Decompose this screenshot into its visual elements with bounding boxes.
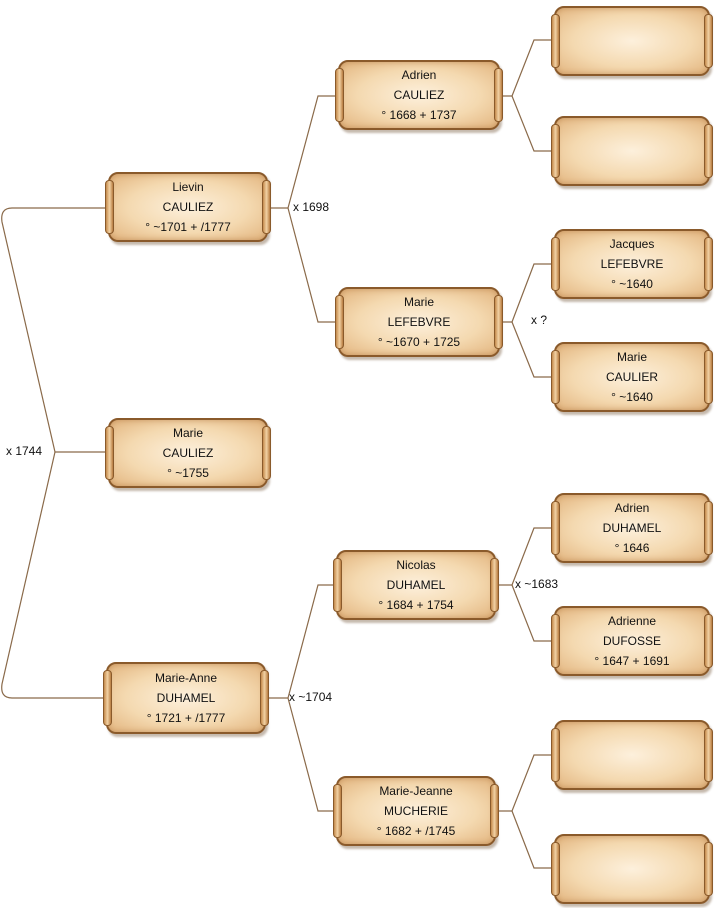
first-name: Lievin <box>172 180 204 194</box>
person-card-nicolas-duhamel[interactable]: Nicolas DUHAMEL ° 1684 + 1754 <box>333 550 499 620</box>
marriage-label-lefebvre-caulier: x ? <box>531 313 548 327</box>
person-card-adrien-duhamel[interactable]: Adrien DUHAMEL ° 1646 <box>551 493 713 563</box>
life-dates: ° ~1640 <box>611 277 653 291</box>
first-name: Marie-Jeanne <box>379 784 453 798</box>
life-dates: ° 1647 + 1691 <box>594 654 670 668</box>
person-card-lievin-cauliez[interactable]: Lievin CAULIEZ ° ~1701 + /1777 <box>105 172 271 242</box>
life-dates: ° ~1670 + 1725 <box>377 335 461 349</box>
person-card-marie-caulier[interactable]: Marie CAULIER ° ~1640 <box>551 342 713 412</box>
connector-lievin-mother <box>287 207 336 323</box>
first-name: Nicolas <box>396 558 436 572</box>
last-name: CAULIEZ <box>162 200 214 214</box>
marriage-label-cauliez-lefebvre: x 1698 <box>293 200 330 214</box>
connector-lievin-father <box>270 95 336 209</box>
person-card-marie-cauliez[interactable]: Marie CAULIEZ ° ~1755 <box>105 418 271 488</box>
life-dates: ° 1684 + 1754 <box>378 598 454 612</box>
person-card-marie-jeanne-mucherie[interactable]: Marie-Jeanne MUCHERIE ° 1682 + /1745 <box>333 776 499 846</box>
person-card-empty-1[interactable] <box>551 6 713 76</box>
marriage-label-duhamel-mucherie: x ~1704 <box>289 690 333 704</box>
first-name: Marie-Anne <box>154 671 218 685</box>
connector-root-father <box>1 207 106 453</box>
connector-lefebvre-mother <box>511 321 552 378</box>
person-card-adrienne-dufosse[interactable]: Adrienne DUFOSSE ° 1647 + 1691 <box>551 606 713 676</box>
last-name: LEFEBVRE <box>600 257 664 271</box>
connector-root-mother <box>1 451 106 699</box>
last-name: DUHAMEL <box>602 521 662 535</box>
life-dates: ° ~1640 <box>611 390 653 404</box>
person-card-adrien-cauliez[interactable]: Adrien CAULIEZ ° 1668 + 1737 <box>335 60 503 130</box>
life-dates: ° ~1701 + /1777 <box>145 220 231 234</box>
first-name: Adrienne <box>607 614 657 628</box>
last-name: CAULIER <box>605 370 658 384</box>
person-card-marie-anne-duhamel[interactable]: Marie-Anne DUHAMEL ° 1721 + /1777 <box>103 662 269 734</box>
connector-adrien-father <box>500 39 552 97</box>
connector-adrien-mother <box>511 95 552 152</box>
connector-nicolas-mother <box>511 584 552 642</box>
person-card-jacques-lefebvre[interactable]: Jacques LEFEBVRE ° ~1640 <box>551 229 713 299</box>
last-name: DUHAMEL <box>156 691 216 705</box>
first-name: Adrien <box>614 501 650 515</box>
last-name: DUFOSSE <box>602 634 661 648</box>
marriage-label-duhamel-dufosse: x ~1683 <box>515 577 559 591</box>
connector-lefebvre-father <box>500 263 552 323</box>
life-dates: ° ~1755 <box>167 466 209 480</box>
last-name: MUCHERIE <box>383 804 448 818</box>
first-name: Jacques <box>609 237 655 251</box>
last-name: LEFEBVRE <box>387 315 451 329</box>
last-name: CAULIEZ <box>393 88 445 102</box>
person-card-empty-2[interactable] <box>551 116 713 186</box>
life-dates: ° 1668 + 1737 <box>381 108 457 122</box>
life-dates: ° 1721 + /1777 <box>146 711 226 725</box>
life-dates: ° 1646 <box>614 541 650 555</box>
person-card-empty-4[interactable] <box>551 834 713 904</box>
connector-marieanne-mother <box>287 697 334 812</box>
last-name: CAULIEZ <box>162 446 214 460</box>
first-name: Marie <box>616 350 647 364</box>
connector-mucherie-mother <box>511 810 552 869</box>
marriage-label-gen1: x 1744 <box>6 444 43 458</box>
life-dates: ° 1682 + /1745 <box>376 824 456 838</box>
connector-mucherie-father <box>496 754 552 812</box>
last-name: DUHAMEL <box>386 578 446 592</box>
person-card-empty-3[interactable] <box>551 720 713 790</box>
connector-nicolas-father <box>496 527 552 586</box>
first-name: Marie <box>172 426 203 440</box>
first-name: Adrien <box>401 68 437 82</box>
person-card-marie-lefebvre[interactable]: Marie LEFEBVRE ° ~1670 + 1725 <box>335 287 503 357</box>
connector-marieanne-father <box>266 584 334 699</box>
first-name: Marie <box>403 295 434 309</box>
